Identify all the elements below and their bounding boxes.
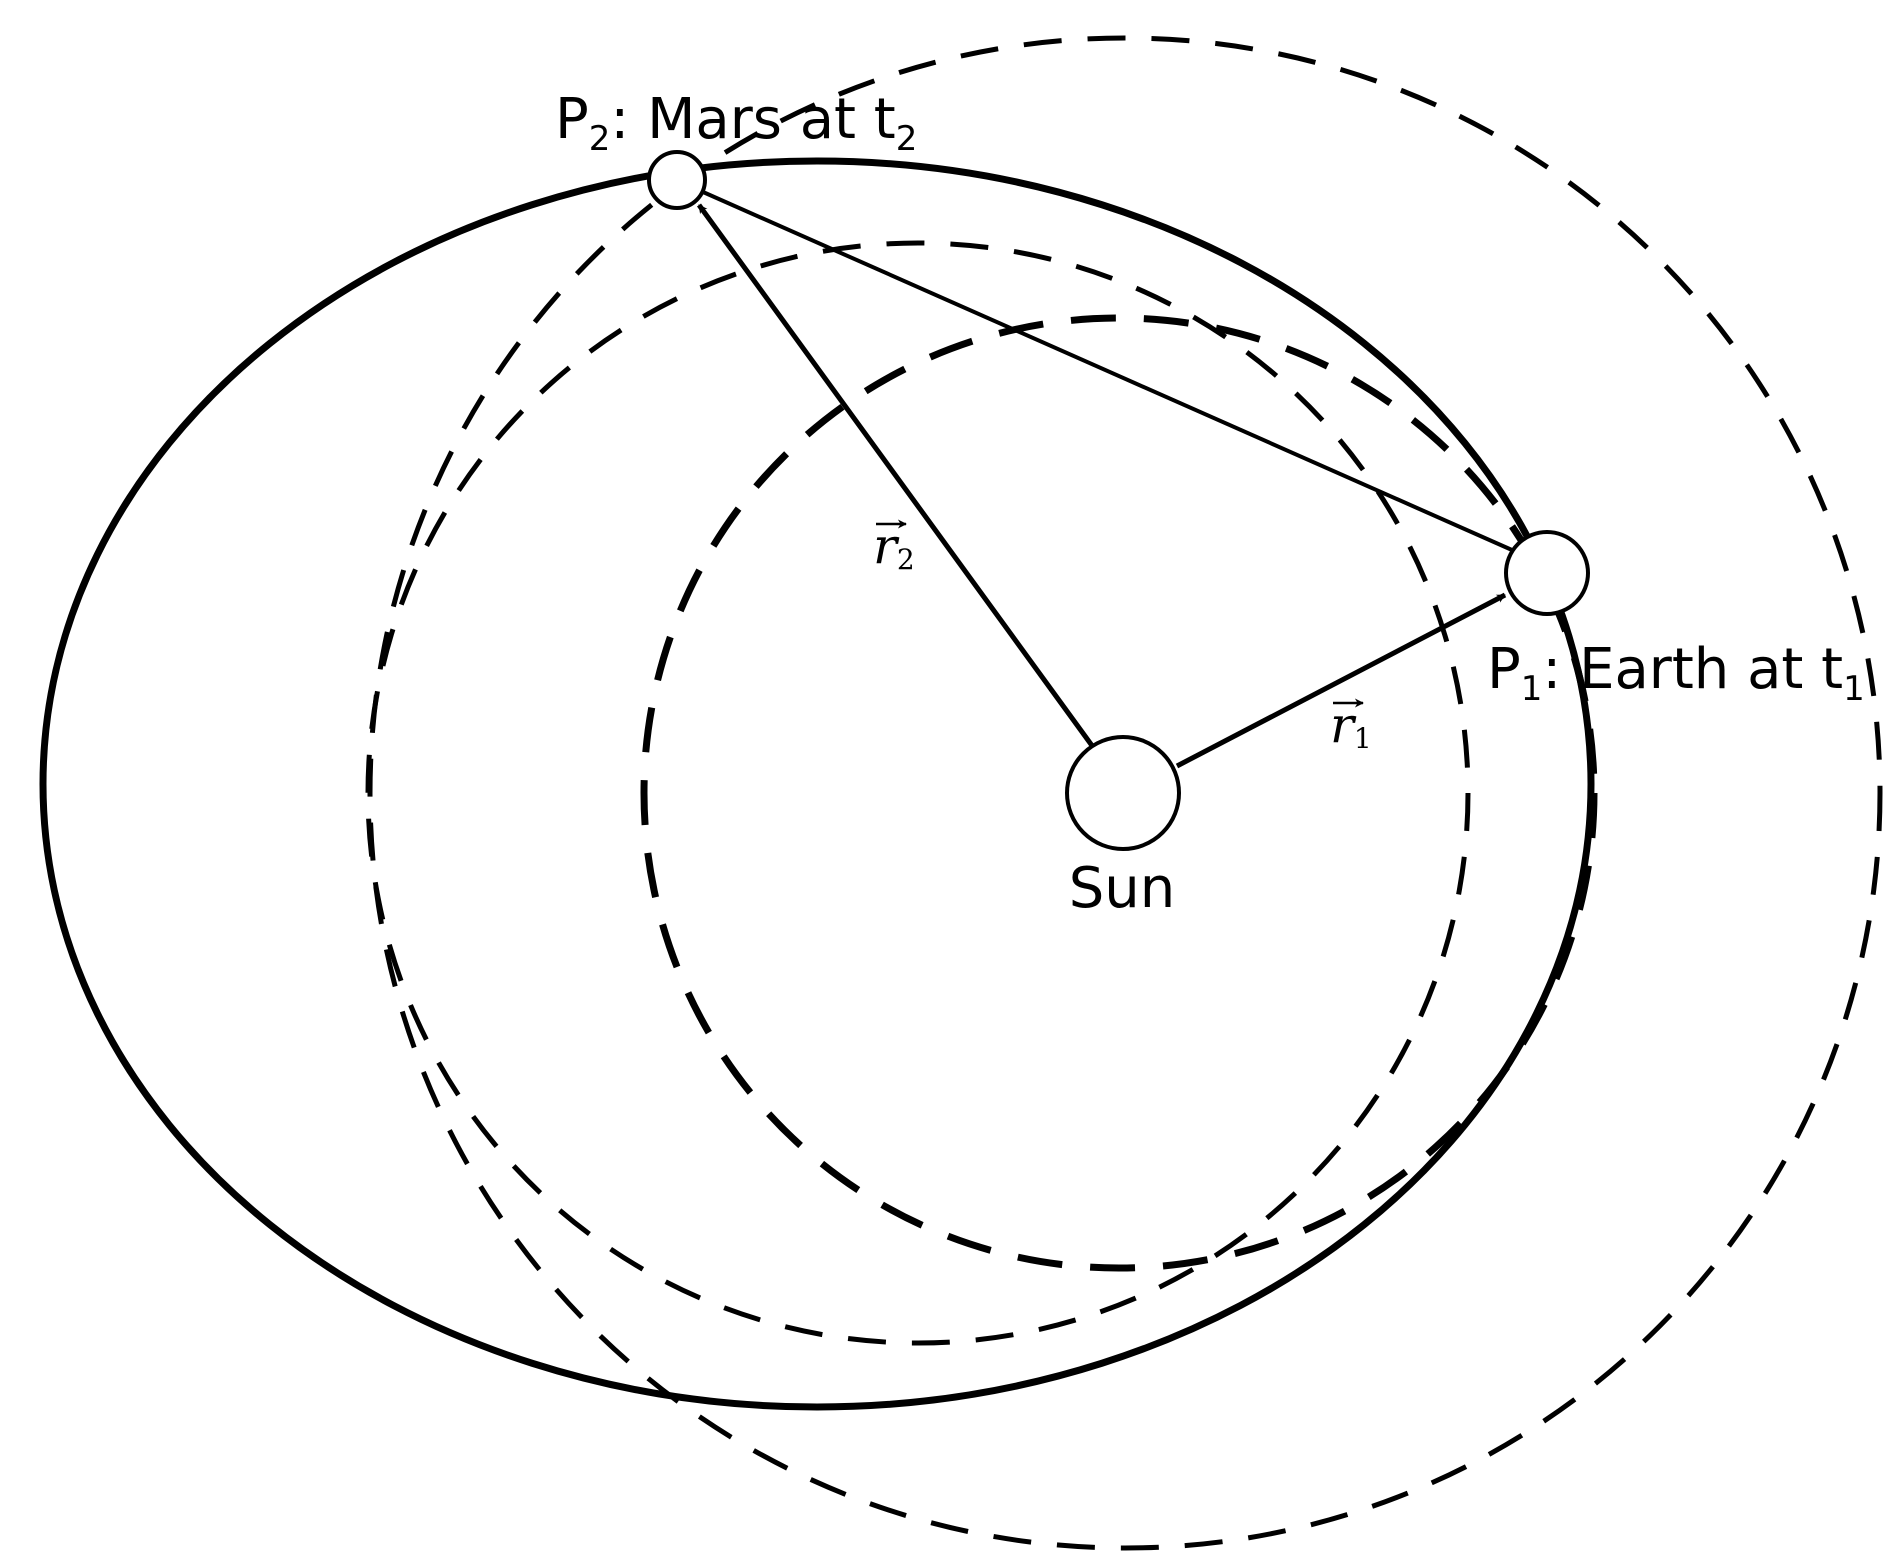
mars-label: P2: Mars at t2 (555, 87, 917, 159)
r2-vector (696, 203, 1096, 749)
sun-circle (1065, 735, 1181, 851)
svg-text:r2: r2 (873, 517, 915, 576)
mars-circle (647, 150, 707, 210)
svg-text:r1: r1 (1330, 696, 1372, 755)
transfer-orbit-ellipse (39, 157, 1595, 1411)
chord-line (693, 186, 1513, 552)
r1-label: r1 (1330, 696, 1372, 755)
sun-label: Sun (1069, 856, 1176, 921)
earth-label: P1: Earth at t1 (1487, 637, 1865, 709)
intermediate-orbit-dashed (365, 240, 1471, 1346)
earth-circle (1504, 530, 1590, 616)
mars-orbit-dashed (367, 35, 1883, 1551)
r1-vector (1175, 592, 1507, 769)
r2-label: r2 (873, 517, 915, 576)
